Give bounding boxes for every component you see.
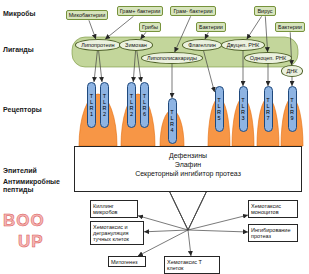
node-text: Грам- бактерии <box>173 8 212 15</box>
arrow-connector <box>99 51 102 82</box>
effect-box: Ингибирование протеаз <box>248 224 298 242</box>
connector-group <box>89 16 292 256</box>
effect-box: Киллинг микробов <box>90 200 138 218</box>
arrow-connector <box>205 32 208 39</box>
node-text: TLR3 <box>240 97 246 121</box>
ligand-ellipse: Двуцеп. РНК <box>221 39 265 51</box>
node-text: TLR6 <box>142 93 148 117</box>
receptor-dome <box>79 94 117 146</box>
arrow-connector <box>138 192 188 256</box>
node-text: Хемотаксис и дегрануляция тучных клеток <box>93 224 141 243</box>
node-text: Хемотаксис Т клеток <box>167 259 217 272</box>
receptor-pill: TLR4 <box>168 98 177 144</box>
arrow-connector <box>292 77 293 86</box>
microbe-box: Грам- бактерии <box>170 6 215 17</box>
node-text: Ингибирование протеаз <box>251 227 295 240</box>
row-label: Эпителий <box>3 167 37 175</box>
node-text: Митогенез <box>111 259 143 265</box>
arrow-connector <box>141 32 146 39</box>
node-text: Грибы <box>142 24 158 31</box>
effect-box: Хемотаксис моноцитов <box>248 200 298 218</box>
ligand-ellipse: ДНК <box>281 65 304 77</box>
node-text: Одноцеп. РНК <box>250 55 287 62</box>
arrow-connector <box>188 192 206 256</box>
epithelium-box: ДефензиныЭлафинСекреторный ингибитор про… <box>74 146 302 192</box>
effect-box: Митогенез <box>108 256 146 267</box>
node-text: Липополисахариды <box>147 55 197 62</box>
row-label: Рецепторы <box>3 106 42 114</box>
receptor-pill: TLR6 <box>140 82 149 128</box>
arrow-connector <box>133 51 135 82</box>
node-text: Двуцеп. РНК <box>227 42 259 49</box>
ligand-ellipse: Флагеллин <box>182 39 222 51</box>
node-text: ДНК <box>287 68 298 75</box>
effect-box: Хемотаксис Т клеток <box>164 256 220 274</box>
receptor-pill: TLR2 <box>127 82 136 128</box>
node-text: Киллинг микробов <box>93 203 135 216</box>
node-text: Элафин <box>79 160 297 169</box>
receptor-pill: TLR2 <box>100 82 109 128</box>
receptor-pill: TLR3 <box>239 86 248 132</box>
arrow-connector <box>137 51 141 82</box>
arrow-connector <box>138 192 188 230</box>
arrow-connector <box>144 192 188 232</box>
row-label: Микробы <box>3 10 36 18</box>
microbe-box: Бактерии <box>275 22 305 33</box>
node-text: TLR9 <box>289 97 295 121</box>
node-text: Вирус <box>257 8 272 15</box>
watermark: BOO <box>3 212 45 229</box>
receptor-pill: TLR5 <box>215 86 224 132</box>
arrow-connector <box>89 20 96 39</box>
node-text: Зимозан <box>125 42 147 49</box>
node-text: TLR5 <box>216 97 222 121</box>
node-text: Хемотаксис моноцитов <box>251 203 295 216</box>
node-text: TLR1 <box>89 93 95 117</box>
node-text: Микобактерии <box>69 12 105 19</box>
node-text: TLR4 <box>169 109 175 133</box>
node-text: Липопротеин <box>81 42 114 49</box>
arrow-connector <box>105 16 133 39</box>
receptor-pill: TLR7 <box>264 86 273 132</box>
ligand-ellipse: Липопротеин <box>75 39 120 51</box>
microbe-box: Микобактерии <box>66 10 108 21</box>
microbe-box: Грам+ бактерии <box>117 6 164 17</box>
node-text: Секреторный ингибитор протеаз <box>79 169 297 178</box>
receptor-pill: TLR9 <box>288 86 297 132</box>
arrow-connector <box>268 64 269 86</box>
row-label: Антимикробные пептиды <box>3 178 69 195</box>
microbe-box: Бактерии <box>196 22 226 33</box>
watermark: UP <box>18 233 44 250</box>
node-text: Флагеллин <box>188 42 216 49</box>
arrow-connector <box>247 16 262 39</box>
effect-box: Хемотаксис и дегрануляция тучных клеток <box>90 221 144 245</box>
receptor-pill: TLR1 <box>87 82 96 128</box>
node-text: Бактерии <box>278 24 302 31</box>
ligand-ellipse: Липополисахариды <box>141 52 203 64</box>
arrow-connector <box>94 51 97 82</box>
microbe-box: Грибы <box>139 22 161 33</box>
row-label: Лиганды <box>3 46 34 54</box>
node-text: TLR2 <box>102 93 108 117</box>
node-text: Бактерии <box>199 24 223 31</box>
microbe-box: Вирус <box>254 6 275 17</box>
ligand-ellipse: Одноцеп. РНК <box>244 52 293 64</box>
arrow-connector <box>204 51 215 92</box>
arrow-connector <box>172 64 173 98</box>
ligand-ellipse: Зимозан <box>119 39 153 51</box>
ligand-band <box>72 37 298 67</box>
node-text: TLR2 <box>129 93 135 117</box>
node-text: TLR7 <box>265 97 271 121</box>
node-text: Дефензины <box>79 151 297 160</box>
arrow-connector <box>265 16 267 52</box>
node-text: Грам+ бактерии <box>120 8 161 15</box>
